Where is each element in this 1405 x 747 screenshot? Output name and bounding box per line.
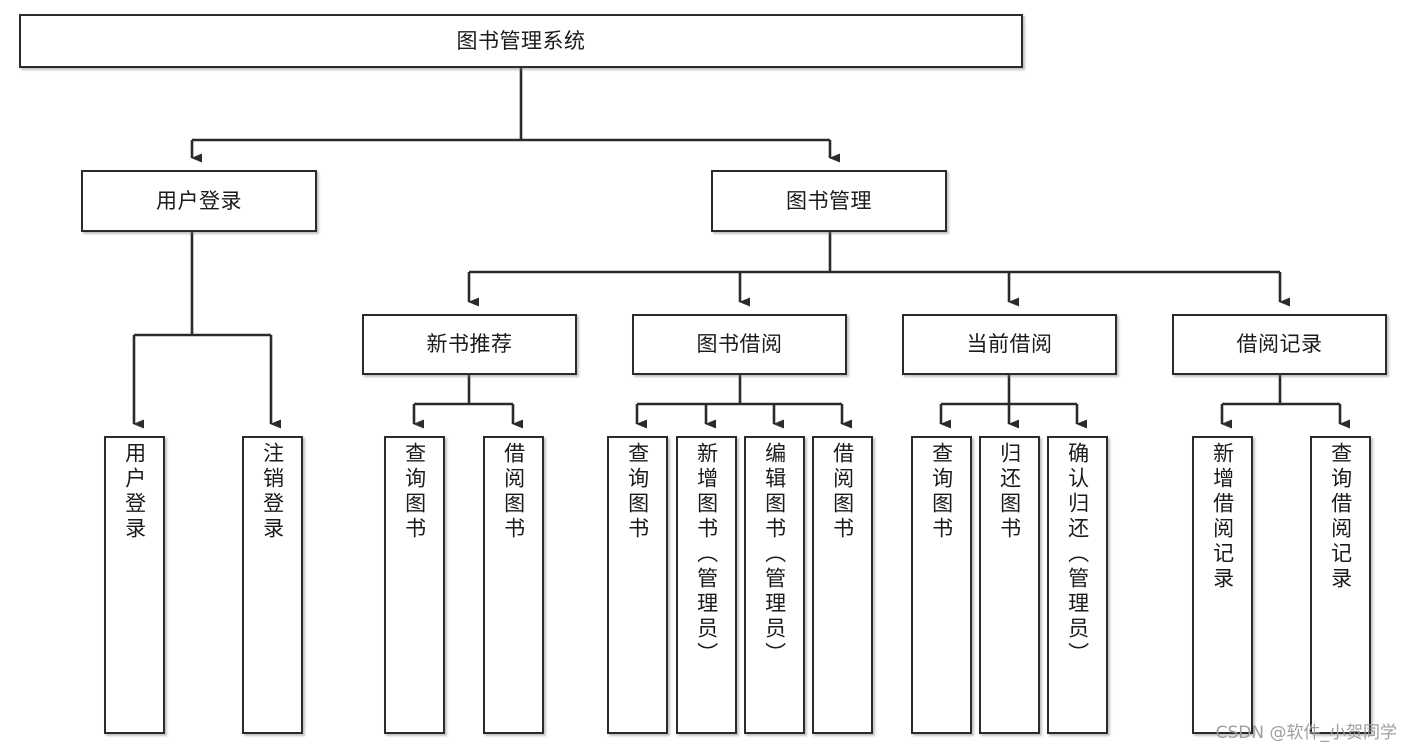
node-leaf-edit-book[interactable]: 编辑图书（管理员） <box>744 436 805 734</box>
node-leaf-query-book-1[interactable]: 查询图书 <box>384 436 445 734</box>
node-borrow-record-label: 借阅记录 <box>1236 332 1323 357</box>
node-leaf-add-book-label: 新增图书（管理员） <box>694 442 719 667</box>
node-leaf-user-login-label: 用户登录 <box>122 442 147 542</box>
node-leaf-borrow-book-1[interactable]: 借阅图书 <box>483 436 544 734</box>
node-leaf-query-record-label: 查询借阅记录 <box>1328 442 1353 592</box>
edge-group-borrow-record <box>1220 375 1350 429</box>
node-book-manage[interactable]: 图书管理 <box>711 170 947 232</box>
edge-group-book-manage <box>467 232 1290 307</box>
node-leaf-query-book-2-label: 查询图书 <box>625 442 650 542</box>
node-new-book-recommend-label: 新书推荐 <box>426 332 513 357</box>
node-user-login[interactable]: 用户登录 <box>81 170 317 232</box>
node-leaf-borrow-book-2-label: 借阅图书 <box>830 442 855 542</box>
node-book-borrow-label: 图书借阅 <box>696 332 783 357</box>
watermark: CSDN @软件_小贺同学 <box>1215 723 1397 743</box>
node-leaf-return-book-label: 归还图书 <box>997 442 1022 542</box>
node-user-login-label: 用户登录 <box>156 188 242 213</box>
node-borrow-record[interactable]: 借阅记录 <box>1172 314 1387 375</box>
node-leaf-borrow-book-1-label: 借阅图书 <box>501 442 526 542</box>
node-leaf-query-book-1-label: 查询图书 <box>402 442 427 542</box>
node-leaf-query-book-2[interactable]: 查询图书 <box>607 436 668 734</box>
node-leaf-query-record[interactable]: 查询借阅记录 <box>1310 436 1371 734</box>
node-new-book-recommend[interactable]: 新书推荐 <box>362 314 577 375</box>
node-leaf-query-book-3-label: 查询图书 <box>929 442 954 542</box>
node-leaf-logout-login[interactable]: 注销登录 <box>242 436 303 734</box>
node-leaf-logout-login-label: 注销登录 <box>260 442 285 542</box>
node-leaf-add-book[interactable]: 新增图书（管理员） <box>676 436 737 734</box>
edge-group-new-book-recommend <box>412 375 523 429</box>
node-current-borrow-label: 当前借阅 <box>966 332 1053 357</box>
node-current-borrow[interactable]: 当前借阅 <box>902 314 1117 375</box>
node-book-borrow[interactable]: 图书借阅 <box>632 314 847 375</box>
node-leaf-borrow-book-2[interactable]: 借阅图书 <box>812 436 873 734</box>
node-leaf-add-record-label: 新增借阅记录 <box>1210 442 1235 592</box>
node-leaf-query-book-3[interactable]: 查询图书 <box>911 436 972 734</box>
node-root-label: 图书管理系统 <box>456 28 586 53</box>
node-leaf-return-book[interactable]: 归还图书 <box>979 436 1040 734</box>
edge-group-current-borrow <box>939 375 1087 429</box>
node-leaf-confirm-return-label: 确认归还（管理员） <box>1065 442 1090 667</box>
node-leaf-user-login[interactable]: 用户登录 <box>104 436 165 734</box>
edge-group-user-login <box>132 232 281 429</box>
node-book-manage-label: 图书管理 <box>786 188 872 213</box>
edge-group-book-borrow <box>635 375 852 429</box>
node-leaf-add-record[interactable]: 新增借阅记录 <box>1192 436 1253 734</box>
node-leaf-confirm-return[interactable]: 确认归还（管理员） <box>1047 436 1108 734</box>
edge-group-root <box>190 68 840 163</box>
node-leaf-edit-book-label: 编辑图书（管理员） <box>762 442 787 667</box>
node-root[interactable]: 图书管理系统 <box>19 14 1023 68</box>
